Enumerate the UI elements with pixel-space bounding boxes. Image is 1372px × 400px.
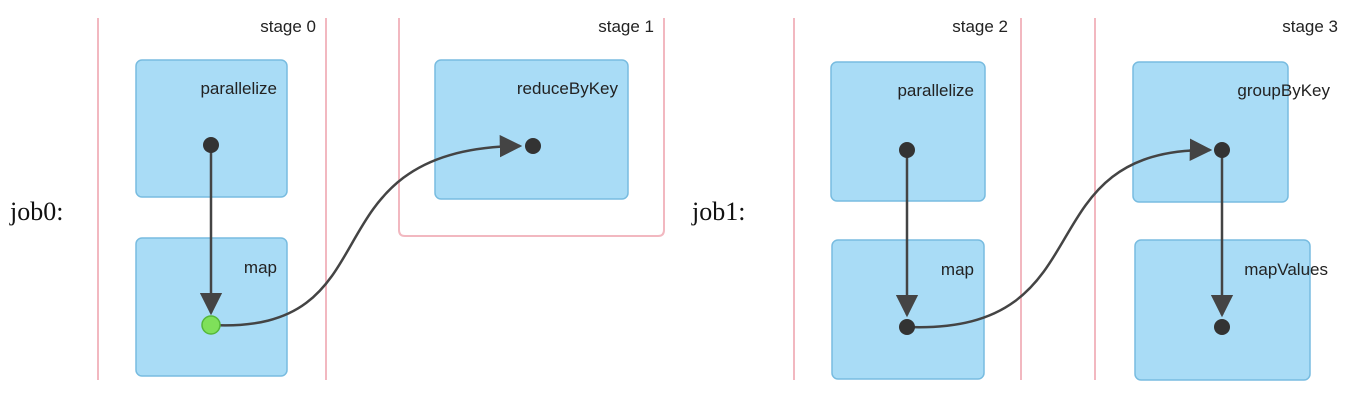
op-label-map-2: map [941,260,974,279]
stage-1: stage 1 reduceByKey [398,17,665,237]
job0-diagram: job0: stage 0 parallelize map stage 1 re… [9,17,665,380]
op-box-groupbykey: groupByKey [1132,61,1330,203]
node-parallelize-2 [899,142,915,158]
job0-label: job0: [9,197,63,226]
op-box-reducebykey-rect [434,59,629,200]
op-box-parallelize: parallelize [135,59,288,198]
edge-map-to-reducebykey [210,134,523,327]
node-mapvalues [1214,319,1230,335]
job1-diagram: job1: stage 2 parallelize map stage 3 gr… [691,17,1338,381]
edge-map-to-groupbykey [906,138,1213,329]
stage-3-label: stage 3 [1282,17,1338,36]
node-reducebykey [525,138,541,154]
job1-label: job1: [691,197,745,226]
op-label-parallelize-2: parallelize [897,81,974,100]
op-label-reducebykey: reduceByKey [517,79,619,98]
node-map-2 [899,319,915,335]
op-label-map: map [244,258,277,277]
node-map-highlighted [201,315,221,335]
stage-2-label: stage 2 [952,17,1008,36]
stage-0-label: stage 0 [260,17,316,36]
op-box-reducebykey: reduceByKey [434,59,629,200]
node-parallelize [203,137,219,153]
op-label-parallelize: parallelize [200,79,277,98]
op-label-groupbykey: groupByKey [1237,81,1330,100]
node-groupbykey [1214,142,1230,158]
op-box-groupbykey-rect [1132,61,1289,203]
op-label-mapvalues: mapValues [1244,260,1328,279]
stage-1-label: stage 1 [598,17,654,36]
op-box-mapvalues: mapValues [1134,239,1328,381]
stage-1-boundary [398,18,665,237]
op-box-parallelize-2: parallelize [830,61,986,202]
